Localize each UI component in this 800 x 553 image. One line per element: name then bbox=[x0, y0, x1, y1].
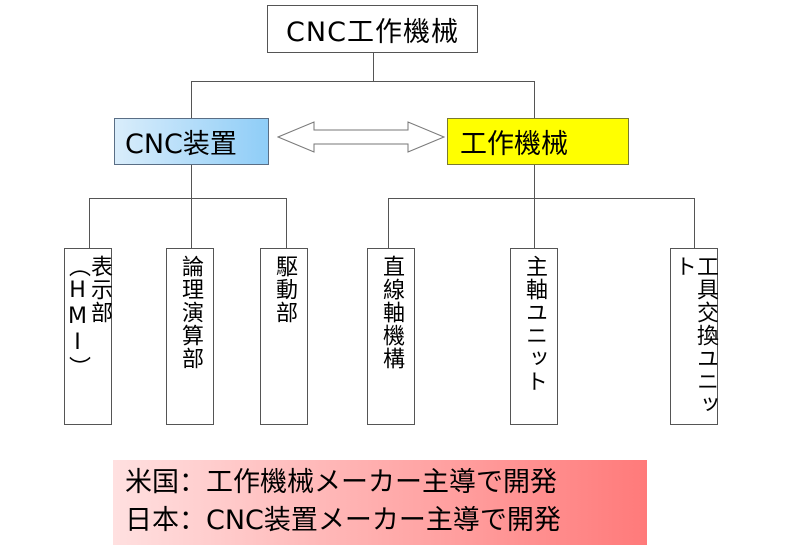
connector-leaf-3 bbox=[286, 198, 287, 248]
machine-tool-node: 工作機械 bbox=[447, 118, 629, 165]
bidirectional-arrow-icon bbox=[277, 121, 445, 153]
machine-tool-label: 工作機械 bbox=[460, 129, 568, 160]
note-line-us: 米国：工作機械メーカー主導で開発 bbox=[125, 467, 557, 498]
development-note: 米国：工作機械メーカー主導で開発 日本：CNC装置メーカー主導で開発 bbox=[113, 460, 647, 545]
leaf-label: 表示部（HMI） bbox=[65, 255, 112, 379]
leaf-logic-unit: 論理演算部 bbox=[166, 248, 214, 425]
connector-cnc-down bbox=[191, 165, 192, 248]
connector-machine-down bbox=[534, 165, 535, 248]
note-line-japan: 日本：CNC装置メーカー主導で開発 bbox=[125, 505, 561, 536]
connector-to-cnc bbox=[191, 81, 192, 118]
leaf-linear-axis: 直線軸機構 bbox=[367, 248, 415, 425]
leaf-drive-unit: 駆動部 bbox=[260, 248, 308, 425]
leaf-label: 工具交換ユニット bbox=[671, 255, 718, 416]
leaf-label: 論理演算部 bbox=[178, 255, 203, 370]
connector-root-horizontal bbox=[191, 81, 535, 82]
leaf-display-unit: 表示部（HMI） bbox=[64, 248, 112, 425]
leaf-label: 駆動部 bbox=[272, 255, 297, 324]
root-node-label: CNC工作機械 bbox=[286, 16, 459, 48]
connector-machine-horizontal bbox=[388, 198, 695, 199]
leaf-tool-changer: 工具交換ユニット bbox=[670, 248, 718, 425]
leaf-label: 直線軸機構 bbox=[379, 255, 404, 370]
cnc-device-node: CNC装置 bbox=[114, 118, 269, 165]
connector-leaf-1 bbox=[89, 198, 90, 248]
connector-to-machine bbox=[534, 81, 535, 118]
connector-cnc-horizontal bbox=[89, 198, 287, 199]
root-node: CNC工作機械 bbox=[267, 5, 478, 53]
leaf-label: 主軸ユニット bbox=[522, 255, 547, 393]
connector-leaf-4 bbox=[388, 198, 389, 248]
connector-root-down bbox=[373, 53, 374, 81]
connector-leaf-6 bbox=[694, 198, 695, 248]
leaf-spindle-unit: 主軸ユニット bbox=[510, 248, 558, 425]
cnc-device-label: CNC装置 bbox=[125, 129, 237, 160]
